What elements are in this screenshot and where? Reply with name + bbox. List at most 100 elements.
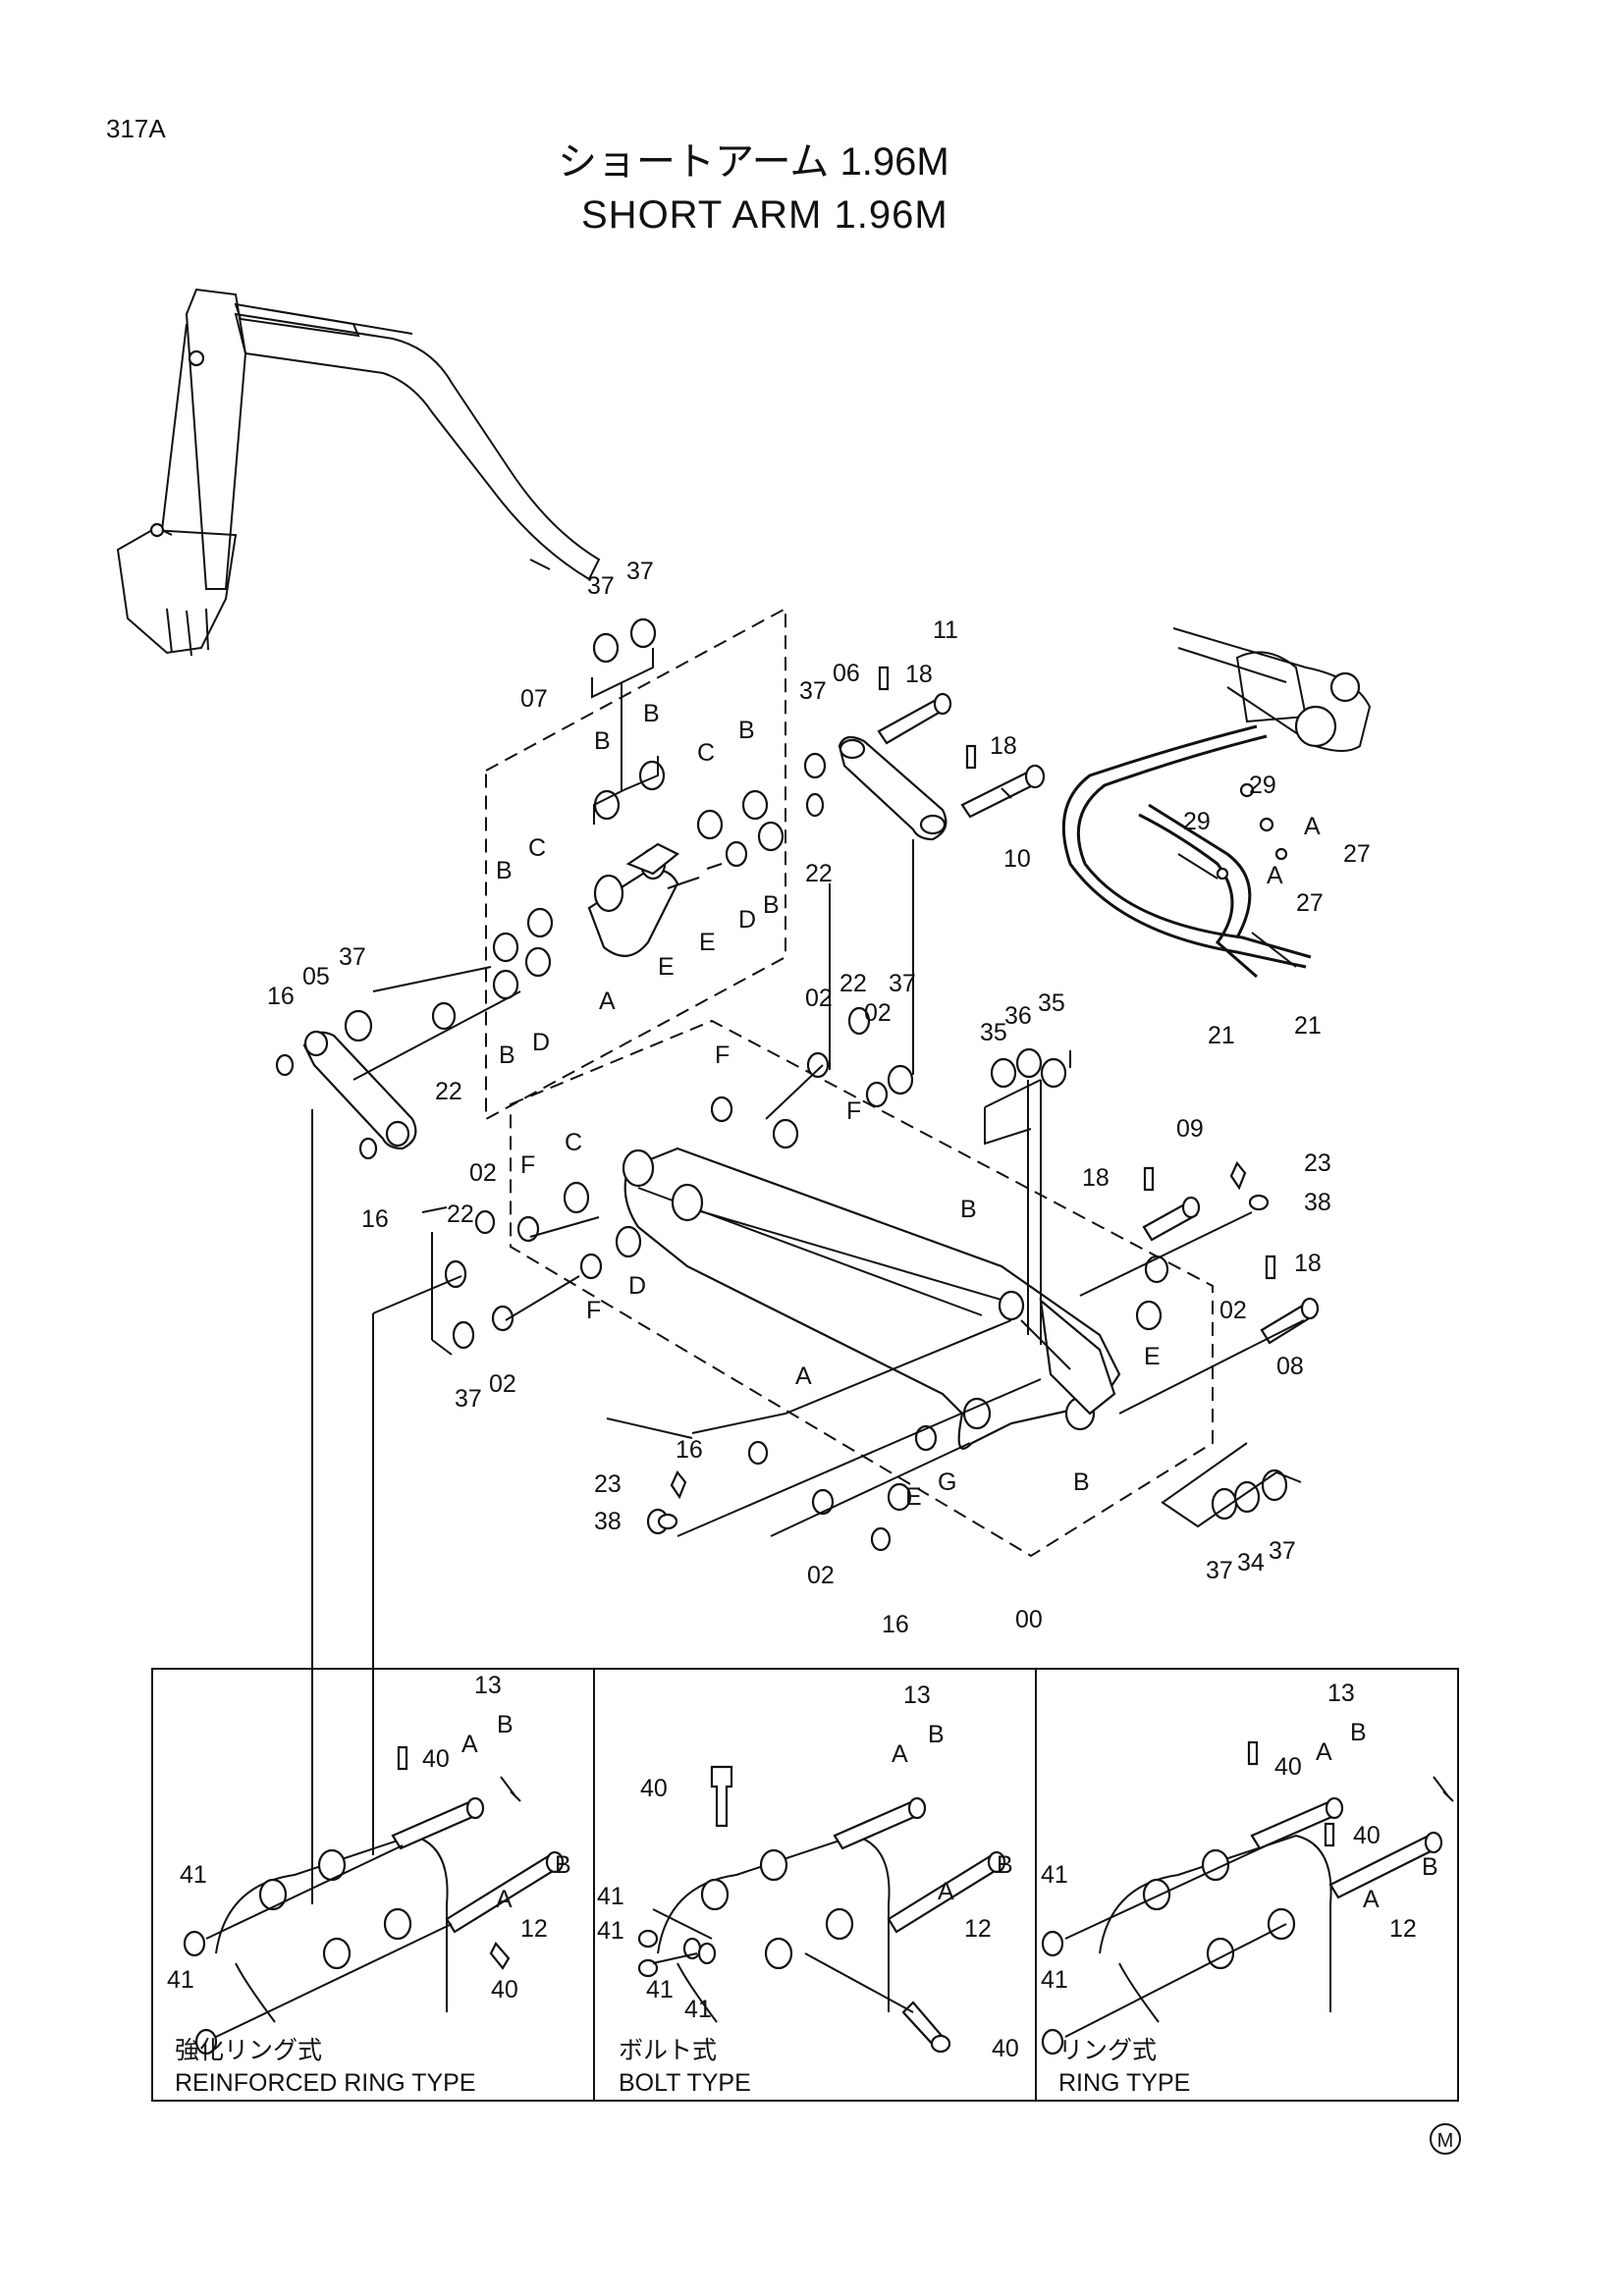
callout-B7: B: [960, 1196, 977, 1223]
panel3-caption-en: RING TYPE: [1058, 2069, 1190, 2097]
panel2-callout-B2: B: [997, 1851, 1013, 1879]
callout-27b: 27: [1296, 889, 1324, 917]
callout-B4: B: [496, 857, 513, 884]
callout-18c: 18: [1082, 1164, 1110, 1192]
callout-21b: 21: [1294, 1012, 1322, 1040]
callout-18a: 18: [905, 661, 933, 688]
callout-B5: B: [763, 891, 780, 919]
panel2-callout-13: 13: [903, 1682, 931, 1709]
callout-E1: E: [658, 953, 675, 981]
drop-lines: [311, 1109, 462, 1904]
callout-05: 05: [302, 963, 330, 990]
callout-23a: 23: [1304, 1149, 1331, 1177]
panel1-callout-B2: B: [555, 1851, 571, 1879]
callout-02d: 02: [489, 1370, 516, 1398]
callout-38a: 38: [1304, 1189, 1331, 1216]
panel1-callout-A: A: [461, 1731, 478, 1758]
link-05: [275, 1001, 457, 1160]
callout-D1: D: [532, 1029, 550, 1056]
callout-02a: 02: [805, 985, 833, 1012]
callout-10: 10: [1003, 845, 1031, 873]
arm-assy-boundary: [510, 1019, 1214, 1558]
callout-E3: E: [1144, 1343, 1161, 1370]
callout-D3: D: [628, 1272, 646, 1300]
callout-35b: 35: [1038, 989, 1065, 1017]
callout-A1: A: [599, 988, 616, 1015]
callout-37h: 37: [1269, 1537, 1296, 1565]
callout-38b: 38: [594, 1508, 622, 1535]
callout-F4: F: [586, 1297, 601, 1324]
panel3-callout-41b: 41: [1041, 1966, 1068, 1994]
pin-10: [960, 744, 1046, 819]
panel-1-drawing: [183, 1745, 565, 2056]
variant-panels: [151, 1668, 1459, 2102]
callout-37d: 37: [339, 943, 366, 971]
callout-23b: 23: [594, 1470, 622, 1498]
callout-C1: C: [697, 739, 715, 767]
panel3-callout-B2: B: [1422, 1853, 1438, 1881]
callout-29b: 29: [1183, 808, 1211, 835]
pin-08: [1260, 1255, 1320, 1345]
callout-02c: 02: [469, 1159, 497, 1187]
callout-08: 08: [1276, 1353, 1304, 1380]
panel1-callout-A2: A: [496, 1886, 513, 1913]
callout-11: 11: [933, 616, 958, 644]
panel3-callout-41a: 41: [1041, 1861, 1068, 1889]
callout-16b: 16: [361, 1205, 389, 1233]
callout-37b: 37: [626, 558, 654, 585]
callout-B6: B: [499, 1041, 515, 1069]
link-assy-boundary: [485, 607, 786, 1121]
callout-labels: 37 37 07 B B C B B C D E E A D B B 37 06…: [167, 558, 1438, 2062]
callout-A2: A: [795, 1362, 812, 1390]
panel3-callout-A2: A: [1363, 1886, 1380, 1913]
callout-37f: 37: [455, 1385, 482, 1413]
pin-11: [877, 666, 952, 745]
panel1-caption-jp: 強化リング式: [175, 2037, 322, 2064]
callout-07: 07: [520, 685, 548, 713]
footer-mark-letter: M: [1437, 2130, 1454, 2152]
panel3-callout-40a: 40: [1274, 1753, 1302, 1781]
callout-00: 00: [1015, 1606, 1043, 1633]
panel3-callout-13: 13: [1327, 1680, 1355, 1707]
callout-21a: 21: [1208, 1022, 1235, 1049]
callout-16a: 16: [267, 983, 295, 1010]
panel2-callout-A: A: [892, 1740, 908, 1768]
panel3-callout-B: B: [1350, 1719, 1367, 1746]
pin-09: [1142, 1166, 1201, 1242]
footer-mark: M: [1430, 2123, 1461, 2155]
callout-E4: E: [905, 1483, 922, 1511]
callout-C3: C: [565, 1129, 582, 1156]
arm-body: [622, 1147, 1121, 1450]
panel2-callout-A2: A: [938, 1878, 954, 1905]
callout-02f: 02: [807, 1562, 835, 1589]
callout-C2: C: [528, 834, 546, 862]
callout-18d: 18: [1294, 1250, 1322, 1277]
panel1-caption-en: REINFORCED RING TYPE: [175, 2069, 476, 2097]
panel1-callout-40a: 40: [422, 1745, 450, 1773]
callout-Aa: A: [1304, 813, 1321, 840]
callout-E2: E: [699, 929, 716, 956]
callout-B3: B: [738, 717, 755, 744]
callout-22d: 22: [447, 1201, 474, 1228]
excavator-overview: [116, 288, 601, 657]
callout-37a: 37: [587, 572, 615, 600]
bucket-link: [587, 842, 680, 957]
leader-line: [593, 789, 624, 825]
callout-22a: 22: [805, 860, 833, 887]
link-bushings: [492, 617, 785, 1000]
callout-16d: 16: [882, 1611, 909, 1638]
callout-35a: 35: [980, 1019, 1007, 1046]
leader-lines: [352, 839, 1305, 1537]
panel1-callout-40b: 40: [491, 1976, 518, 2003]
callout-F3: F: [520, 1151, 535, 1179]
callout-D2: D: [738, 906, 756, 934]
panel1-callout-B: B: [497, 1711, 514, 1738]
panel2-callout-41b: 41: [597, 1917, 624, 1945]
callout-F2: F: [846, 1097, 861, 1125]
callout-18b: 18: [990, 732, 1017, 760]
callout-02b: 02: [864, 999, 892, 1027]
panel2-callout-B: B: [928, 1721, 945, 1748]
page-code: 317A: [106, 114, 166, 143]
callout-06: 06: [833, 660, 860, 687]
